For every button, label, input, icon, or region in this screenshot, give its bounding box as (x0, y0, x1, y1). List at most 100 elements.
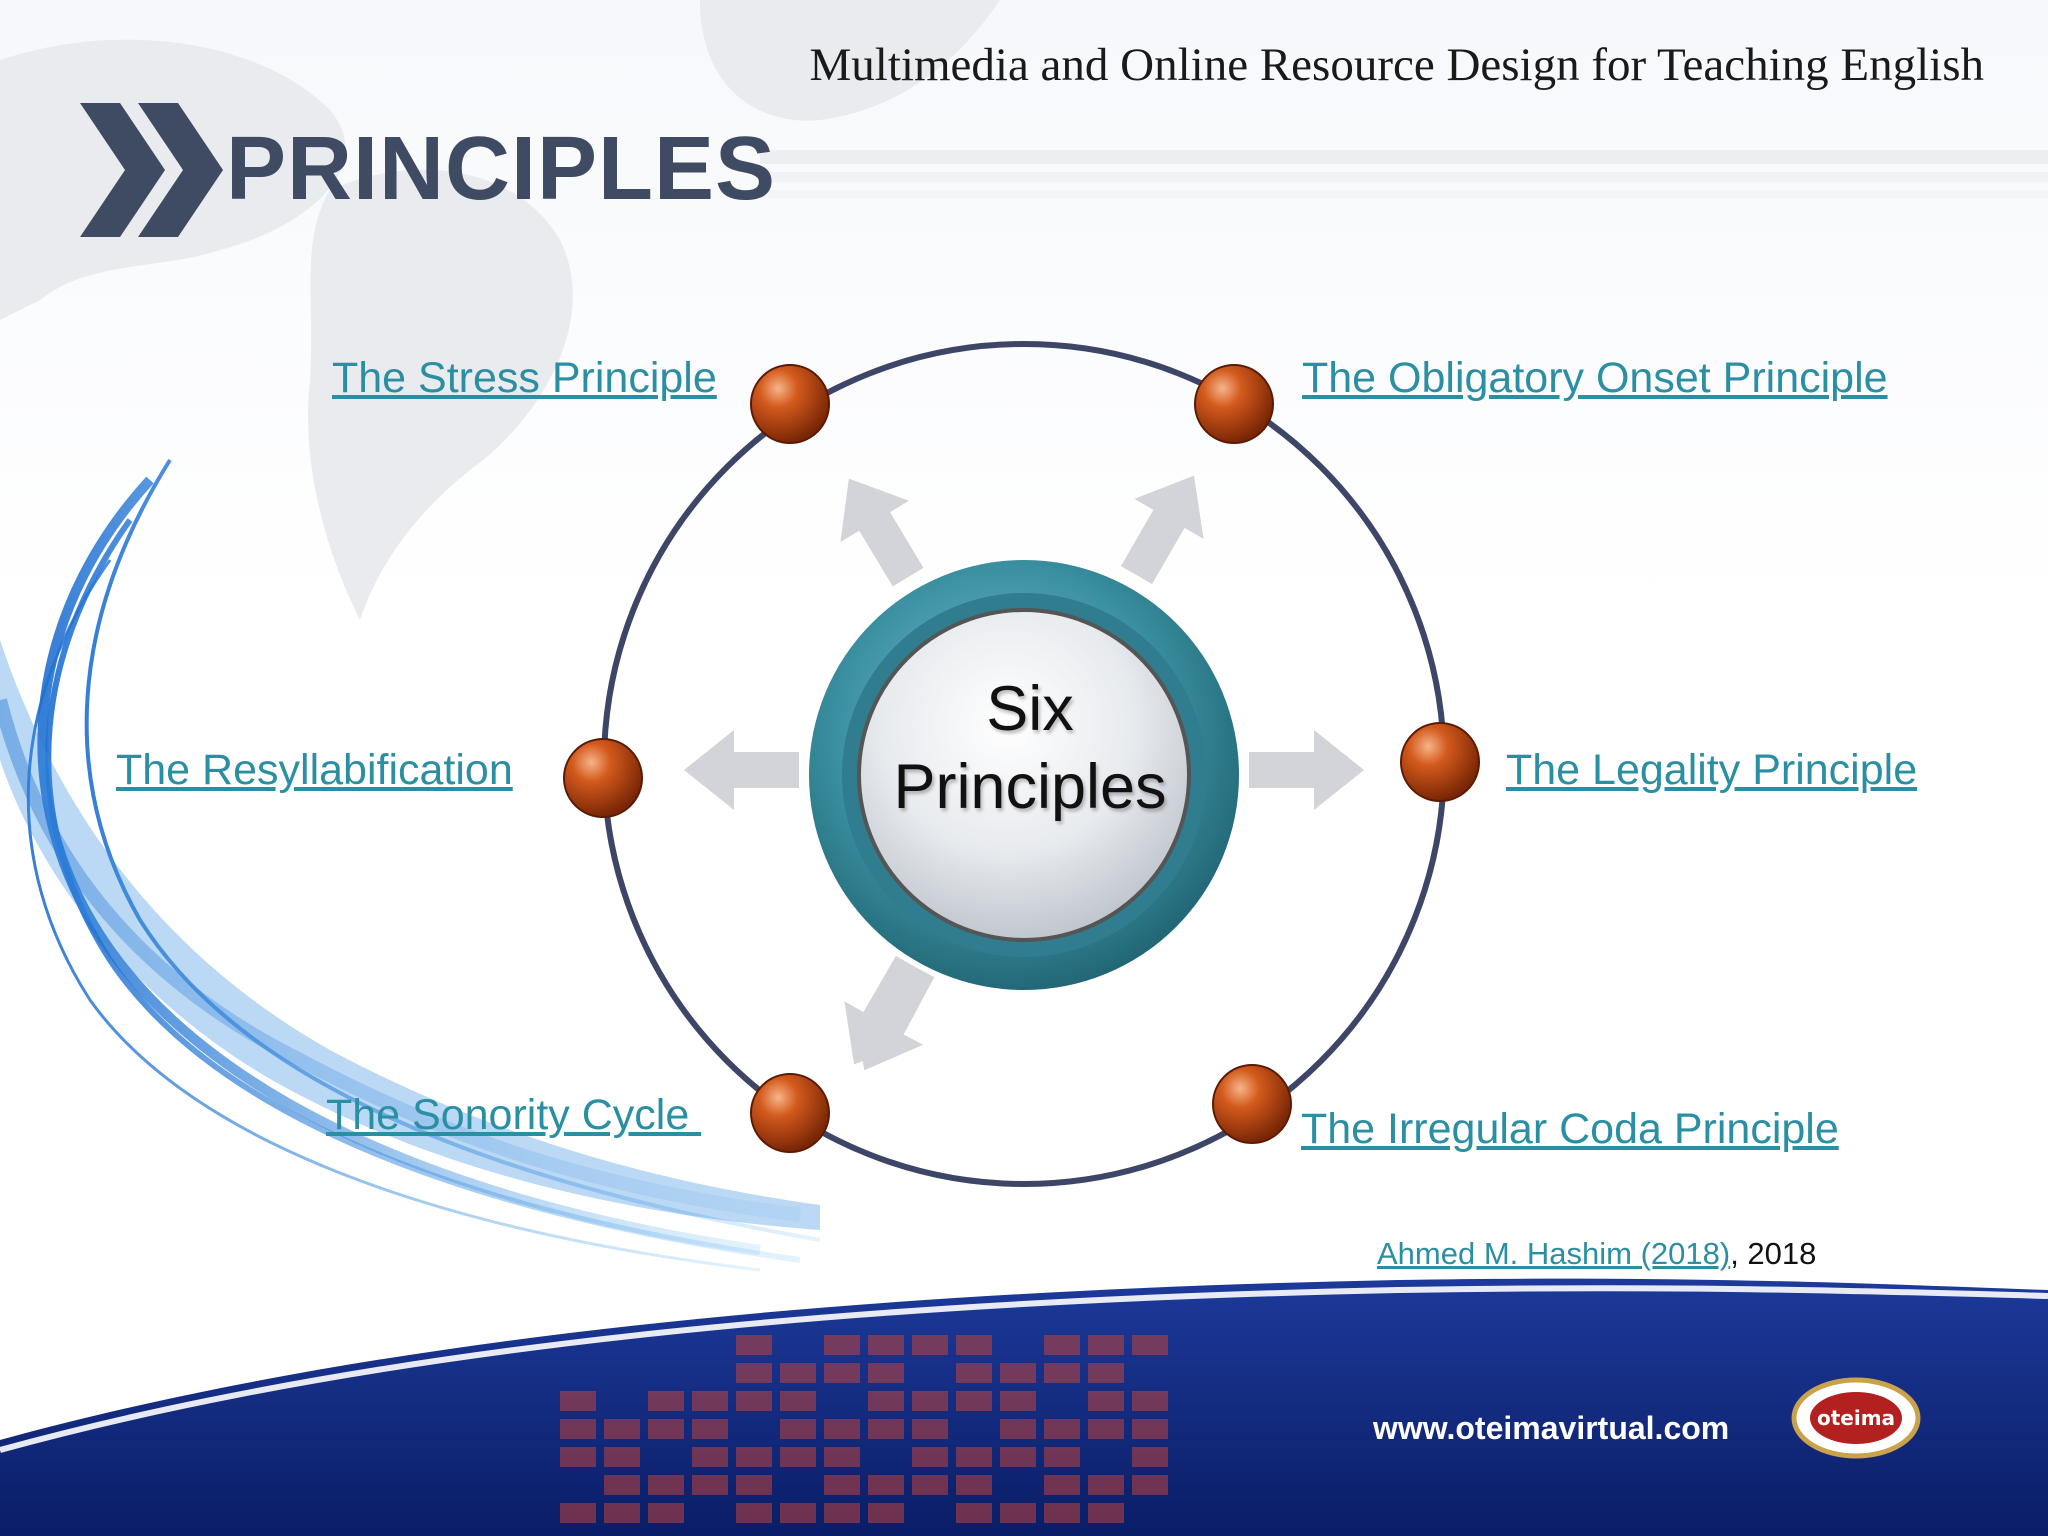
diagram-node-5 (750, 1073, 830, 1153)
footer-grid-cell (604, 1475, 640, 1495)
footer-grid-cell (1044, 1503, 1080, 1523)
citation: Ahmed M. Hashim (2018), 2018 (1377, 1236, 1816, 1272)
footer-grid-cell (692, 1447, 728, 1467)
footer-grid-cell (1132, 1335, 1168, 1355)
footer-grid-cell (868, 1419, 904, 1439)
footer-grid-cell (1088, 1391, 1124, 1411)
footer-grid-cell (1044, 1363, 1080, 1383)
link-legality-principle[interactable]: The Legality Principle (1506, 746, 1918, 794)
center-label-line1: Six (986, 674, 1074, 744)
footer-grid-cell (780, 1447, 816, 1467)
footer-grid-cell (560, 1391, 596, 1411)
title-stripe (760, 150, 2048, 164)
footer-grid-cell (1132, 1475, 1168, 1495)
footer-grid-cell (912, 1447, 948, 1467)
link-stress-principle[interactable]: The Stress Principle (332, 354, 717, 402)
footer-grid-cell (824, 1419, 860, 1439)
footer-grid-cell (868, 1503, 904, 1523)
footer-grid-cell (736, 1503, 772, 1523)
footer-grid-cell (604, 1419, 640, 1439)
footer-grid-cell (1088, 1503, 1124, 1523)
diagram-nodes (563, 364, 1480, 1153)
footer-grid-cell (868, 1363, 904, 1383)
footer-grid-cell (1132, 1391, 1168, 1411)
footer-grid-cell (692, 1475, 728, 1495)
footer-grid-cell (956, 1475, 992, 1495)
footer-grid-cell (1044, 1335, 1080, 1355)
footer-grid-cell (956, 1363, 992, 1383)
footer-grid-cell (1088, 1363, 1124, 1383)
footer-grid-cell (648, 1503, 684, 1523)
footer-grid-cell (692, 1419, 728, 1439)
diagram-arrows (684, 475, 1364, 1071)
footer-grid-cell (956, 1503, 992, 1523)
diagram-arrow-2 (1120, 475, 1204, 585)
footer-grid-cell (868, 1475, 904, 1495)
website-url: www.oteimavirtual.com (1373, 1410, 1730, 1446)
footer-grid-cell (1000, 1363, 1036, 1383)
link-obligatory-onset-principle[interactable]: The Obligatory Onset Principle (1302, 354, 1888, 402)
footer-grid-cell (736, 1447, 772, 1467)
footer-grid-cell (912, 1335, 948, 1355)
footer-grid-cell (1000, 1419, 1036, 1439)
footer-grid-cell (868, 1335, 904, 1355)
footer-grid-cell (824, 1447, 860, 1467)
footer-grid-cell (1000, 1391, 1036, 1411)
oteima-logo (1791, 1377, 1921, 1459)
center-label: Six Principles (870, 670, 1190, 826)
link-sonority-cycle[interactable]: The Sonority Cycle (326, 1091, 702, 1139)
footer-grid-cell (648, 1475, 684, 1495)
footer-grid-cell (736, 1335, 772, 1355)
footer-grid-cell (560, 1447, 596, 1467)
blue-wave-fill (0, 640, 820, 1230)
footer-grid-cell (912, 1475, 948, 1495)
footer-grid-cell (956, 1391, 992, 1411)
blue-wave-decoration (0, 458, 821, 1272)
footer-grid-cell (648, 1419, 684, 1439)
page-title: PRINCIPLES (226, 119, 777, 219)
diagram-arrow-6 (844, 955, 928, 1065)
footer-grid-cell (956, 1335, 992, 1355)
diagram-arrow-3 (684, 730, 799, 810)
footer-grid-cell (912, 1419, 948, 1439)
footer-grid-cell (648, 1391, 684, 1411)
diagram-node-6 (1212, 1064, 1292, 1144)
header-title: Multimedia and Online Resource Design fo… (809, 39, 1985, 91)
footer-grid-cell (736, 1475, 772, 1495)
footer-grid-cell (1132, 1419, 1168, 1439)
footer-grid-cell (736, 1363, 772, 1383)
footer-grid-cell (868, 1391, 904, 1411)
citation-link[interactable]: Ahmed M. Hashim (2018) (1377, 1236, 1731, 1271)
footer-grid-cell (780, 1503, 816, 1523)
link-irregular-coda-principle[interactable]: The Irregular Coda Principle (1301, 1105, 1839, 1153)
footer-grid-cell (692, 1391, 728, 1411)
footer-grid-cell (912, 1391, 948, 1411)
footer-grid-cell (1000, 1503, 1036, 1523)
footer-grid-cell (780, 1391, 816, 1411)
footer-grid-cell (1044, 1419, 1080, 1439)
footer-grid-cell (824, 1335, 860, 1355)
footer-grid-cell (604, 1447, 640, 1467)
logo-text: oteima (1817, 1406, 1895, 1430)
footer-grid-cell (1000, 1447, 1036, 1467)
citation-suffix: , 2018 (1730, 1236, 1817, 1271)
title-stripe (760, 172, 2048, 182)
diagram-node-2 (1194, 364, 1274, 444)
center-label-line2: Principles (893, 752, 1167, 822)
double-chevron-icon (80, 103, 223, 237)
diagram-node-1 (750, 364, 830, 444)
footer-grid-cell (824, 1503, 860, 1523)
footer-grid-cell (956, 1447, 992, 1467)
footer-grid-cell (780, 1419, 816, 1439)
footer-grid-cell (560, 1419, 596, 1439)
diagram-node-3 (563, 738, 643, 818)
footer-grid-cell (604, 1503, 640, 1523)
hub-center (857, 608, 1191, 942)
footer-grid-cell (824, 1363, 860, 1383)
link-resyllabification[interactable]: The Resyllabification (116, 746, 513, 794)
footer-grid-cell (560, 1503, 596, 1523)
footer-grid-cell (824, 1475, 860, 1495)
footer-grid-cell (1088, 1335, 1124, 1355)
